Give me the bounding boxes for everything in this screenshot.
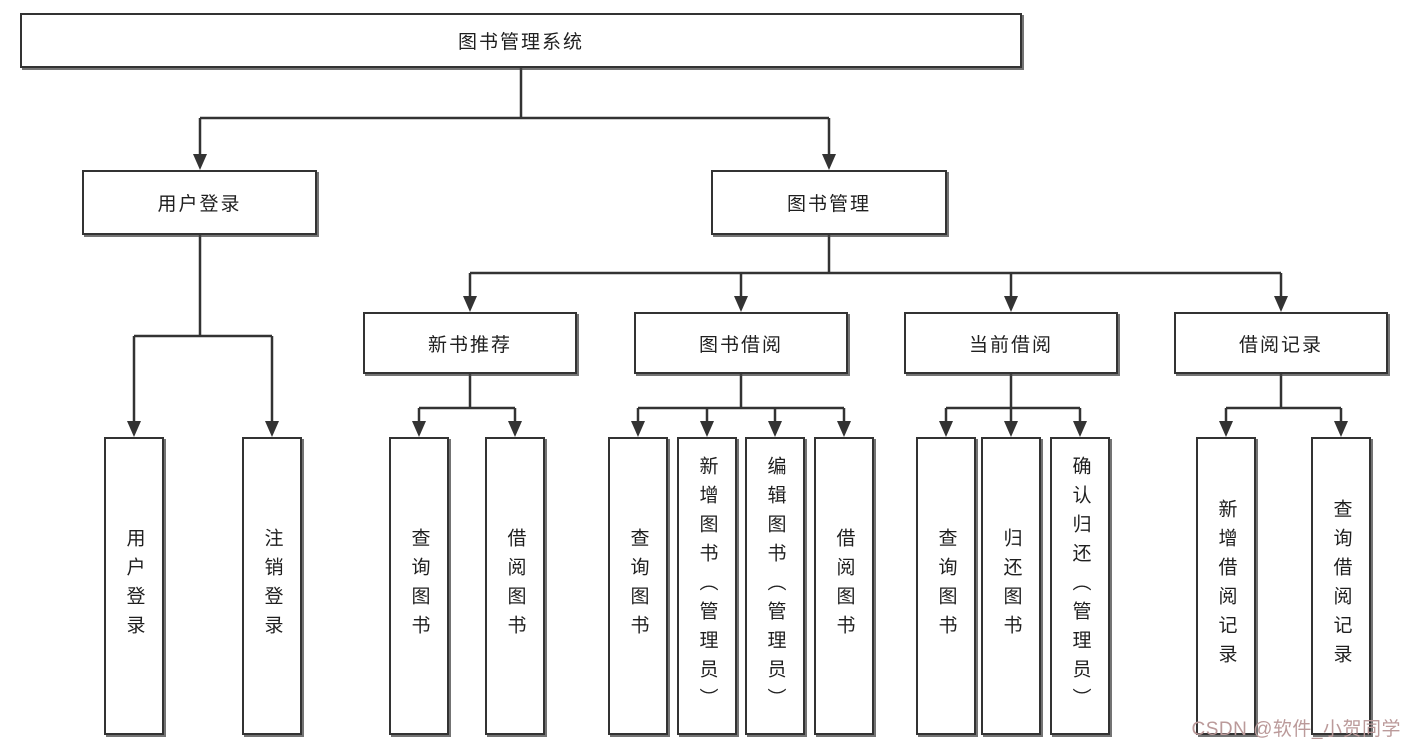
node-label: 用户登录 [123,528,145,644]
node-label: 图书管理 [786,194,871,215]
node-label: 用户登录 [157,194,242,215]
leaf-add-borrow-record: 新增借阅记录 [1196,437,1256,735]
node-label: 图书管理系统 [457,32,584,53]
node-label: 确认归还（管理员） [1069,455,1091,717]
node-current-borrow: 当前借阅 [904,312,1118,374]
node-label: 归还图书 [1000,528,1022,644]
node-user-login: 用户登录 [82,170,317,235]
node-label: 查询图书 [935,528,957,644]
leaf-add-books-admin: 新增图书（管理员） [677,437,737,735]
leaf-return-books: 归还图书 [981,437,1041,735]
leaf-confirm-return-admin: 确认归还（管理员） [1050,437,1110,735]
leaf-logout: 注销登录 [242,437,302,735]
node-book-borrow: 图书借阅 [634,312,848,374]
leaf-query-books-borrow: 查询图书 [608,437,668,735]
node-label: 新增图书（管理员） [696,455,718,717]
node-label: 借阅图书 [504,528,526,644]
node-new-book-recommend: 新书推荐 [363,312,577,374]
node-book-management: 图书管理 [711,170,947,235]
node-label: 图书借阅 [698,334,783,356]
leaf-query-borrow-record: 查询借阅记录 [1311,437,1371,735]
node-root-library-system: 图书管理系统 [20,13,1022,68]
node-label: 查询图书 [408,528,430,644]
leaf-query-books-recommend: 查询图书 [389,437,449,735]
node-label: 借阅记录 [1238,334,1323,356]
node-label: 新书推荐 [427,334,512,356]
node-label: 查询借阅记录 [1330,499,1352,673]
node-label: 查询图书 [627,528,649,644]
node-label: 借阅图书 [833,528,855,644]
node-label: 编辑图书（管理员） [764,455,786,717]
node-label: 当前借阅 [968,334,1053,356]
leaf-borrow-books: 借阅图书 [814,437,874,735]
leaf-borrow-books-recommend: 借阅图书 [485,437,545,735]
csdn-watermark: CSDN @软件_小贺同学 [1191,719,1401,740]
leaf-query-books-current: 查询图书 [916,437,976,735]
leaf-edit-books-admin: 编辑图书（管理员） [745,437,805,735]
leaf-user-login: 用户登录 [104,437,164,735]
node-label: 新增借阅记录 [1215,499,1237,673]
node-label: 注销登录 [261,528,283,644]
node-borrow-records: 借阅记录 [1174,312,1388,374]
